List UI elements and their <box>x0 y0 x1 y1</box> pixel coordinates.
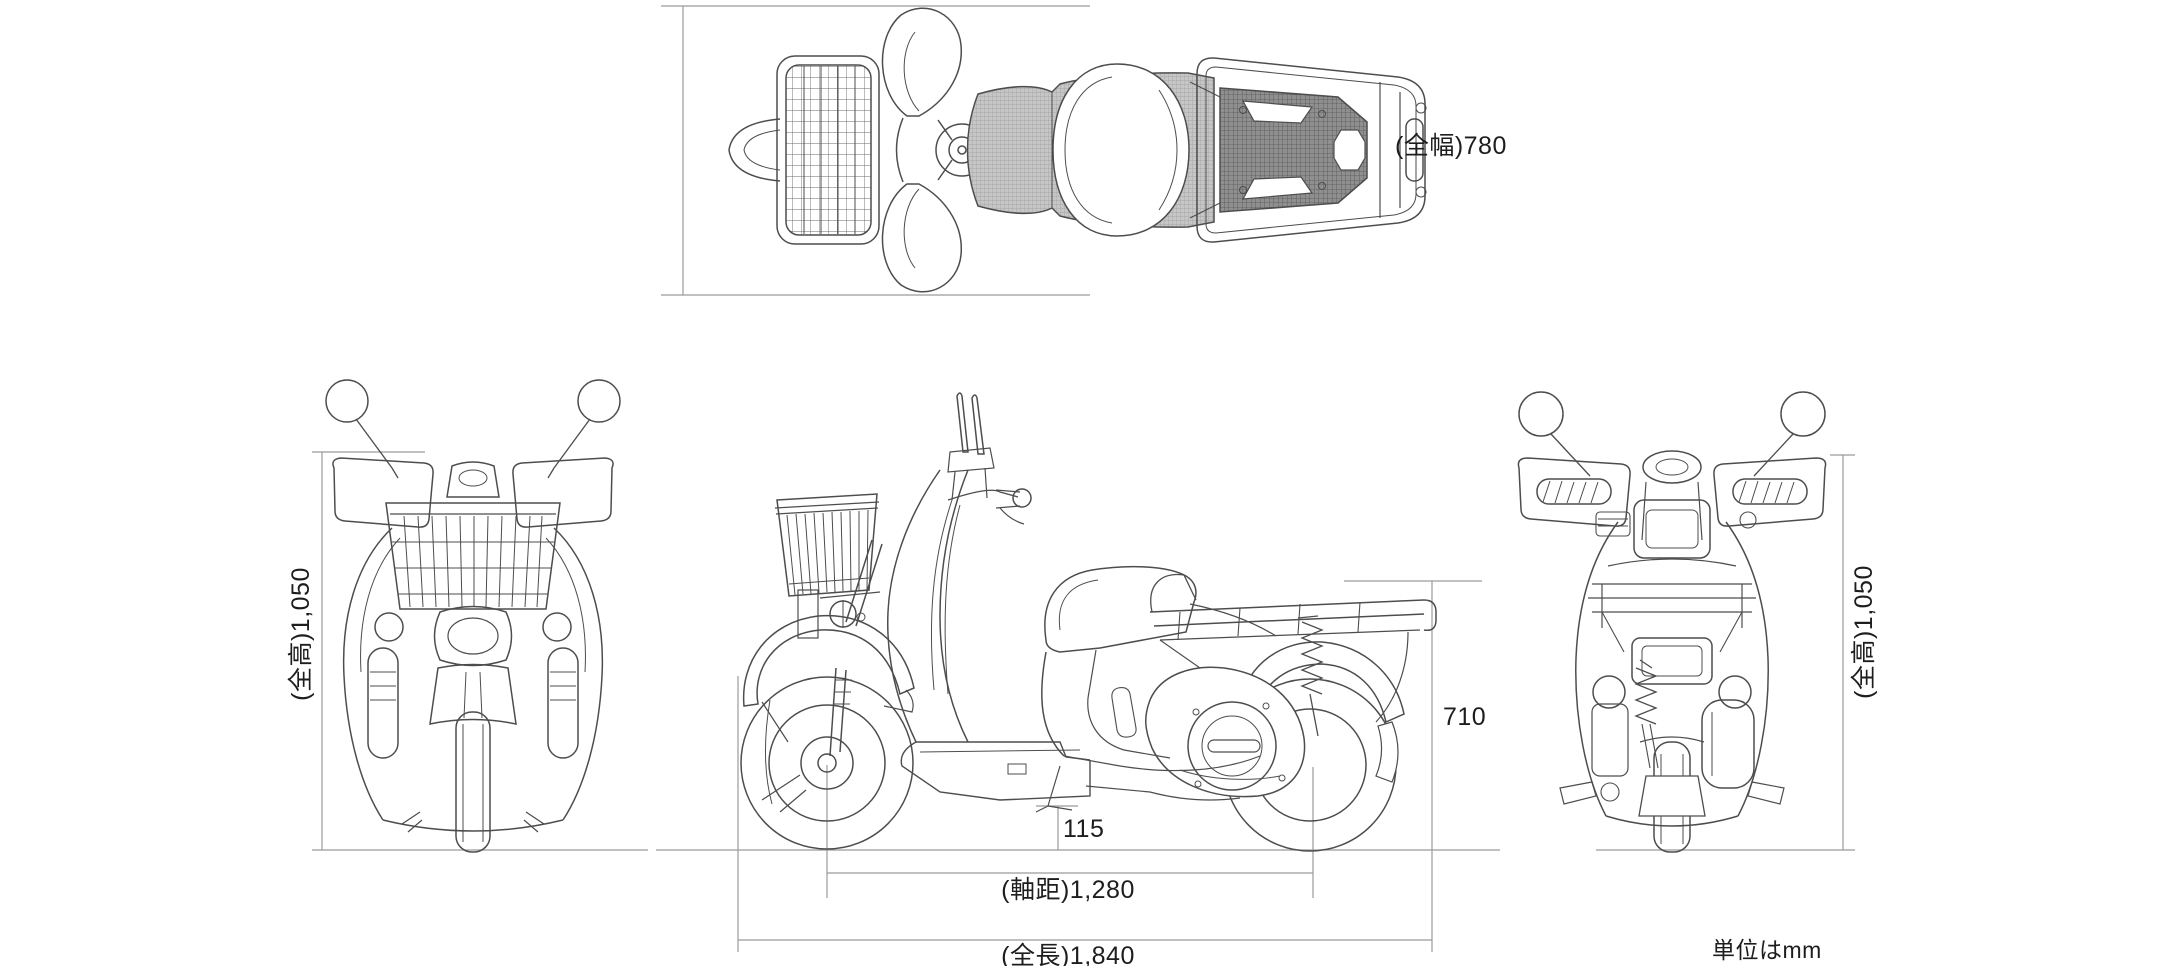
top-view-drawing <box>728 7 1427 293</box>
rear-view-drawing <box>1517 391 1827 853</box>
front-view-drawing <box>325 379 621 853</box>
wheelbase-label: (軸距)1,280 <box>1001 876 1135 904</box>
side-view-drawing <box>740 392 1437 852</box>
units-note: 単位はmm <box>1712 937 1822 963</box>
ground-clearance-label: 115 <box>1063 815 1105 843</box>
rear-deck-height-label: 710 <box>1443 703 1487 731</box>
overall-width-label: (全幅)780 <box>1395 132 1507 160</box>
overall-height-label-left: (全高)1,050 <box>287 567 315 701</box>
overall-length-label: (全長)1,840 <box>1001 942 1135 966</box>
dimension-lines <box>312 5 1855 952</box>
overall-height-label-right: (全高)1,050 <box>1850 565 1878 699</box>
